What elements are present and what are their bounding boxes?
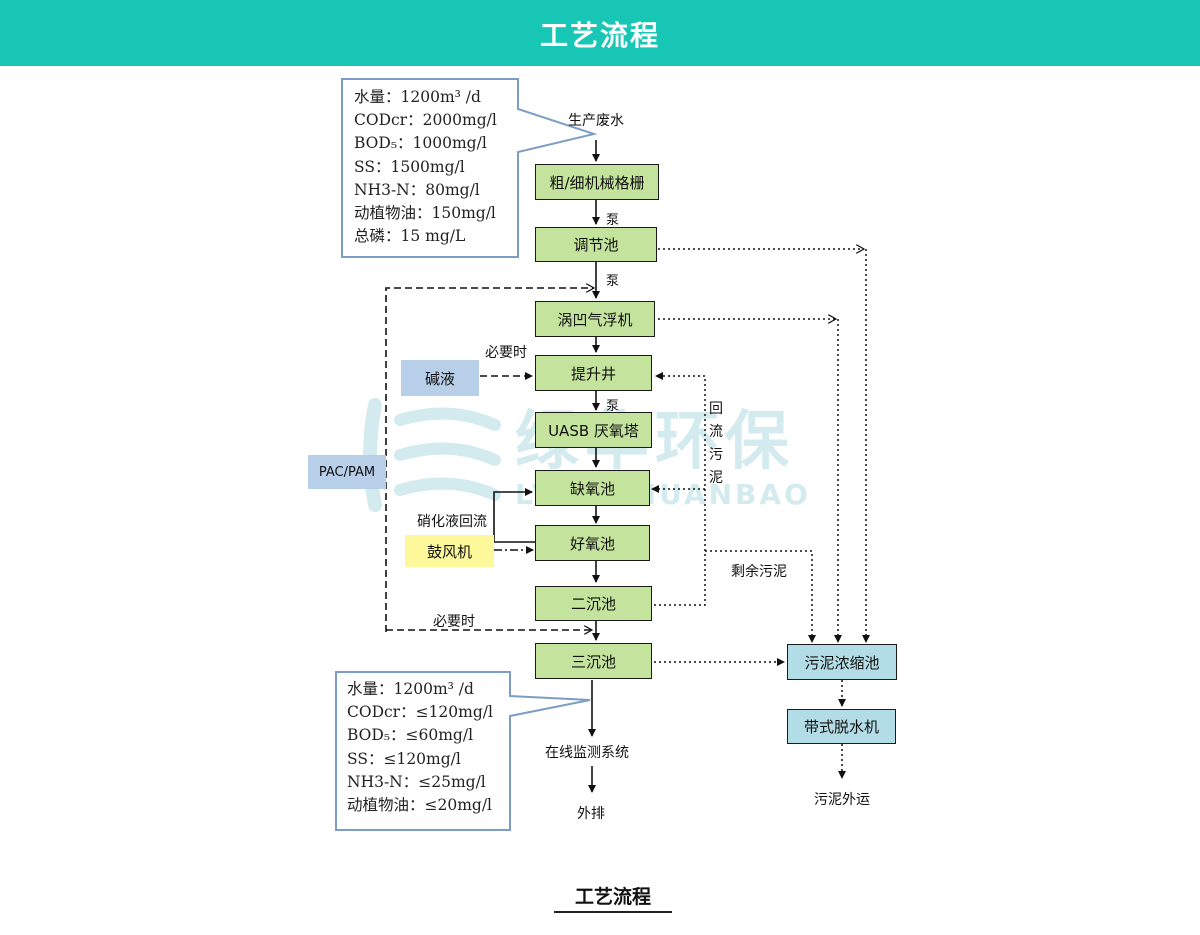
node-belt-press: 带式脱水机	[787, 709, 896, 744]
tag-alkali: 碱液	[401, 360, 479, 396]
node-secondary: 二沉池	[535, 586, 652, 621]
effluent-quality: 水量：1200m³ /d CODcr：≤120mg/l BOD₅：≤60mg/l…	[347, 678, 493, 817]
label-nitrate-return: 硝化液回流	[417, 514, 487, 530]
effluent-ss: SS：≤120mg/l	[347, 749, 461, 768]
arrow-nitrate-return	[493, 488, 536, 543]
effluent-bod: BOD₅：≤60mg/l	[347, 726, 474, 745]
influent-flow: 水量：1200m³ /d	[354, 88, 481, 106]
node-monitor: 在线监测系统	[545, 745, 629, 761]
effluent-nh3n: NH3-N：≤25mg/l	[347, 772, 486, 791]
node-lift-well: 提升井	[535, 355, 652, 391]
node-equalization: 调节池	[535, 227, 657, 262]
label-pump-2: 泵	[606, 274, 620, 289]
effluent-oil: 动植物油：≤20mg/l	[347, 796, 493, 815]
node-discharge: 外排	[577, 806, 605, 822]
page-title: 工艺流程	[539, 19, 660, 52]
arrow-return-sludge-lift	[654, 372, 706, 606]
effluent-cod: CODcr：≤120mg/l	[347, 703, 493, 722]
footer-underline	[554, 911, 672, 913]
label-pump-3: 泵	[606, 399, 620, 414]
header-bar: 工艺流程	[0, 0, 1200, 66]
label-return-sludge: 回流污泥	[709, 401, 723, 486]
influent-quality: 水量：1200m³ /d CODcr：2000mg/l BOD₅：1000mg/…	[354, 86, 497, 248]
label-when-needed-top: 必要时	[485, 345, 527, 361]
node-wastewater: 生产废水	[568, 113, 624, 129]
tag-pac-pam: PAC/PAM	[308, 455, 386, 489]
influent-bod: BOD₅：1000mg/l	[354, 134, 487, 153]
node-flotation: 涡凹气浮机	[535, 301, 655, 337]
effluent-callout-shape	[335, 671, 591, 831]
node-anoxic: 缺氧池	[535, 470, 650, 506]
tag-blower: 鼓风机	[405, 535, 494, 567]
footer-title: 工艺流程	[574, 886, 651, 908]
node-aerobic: 好氧池	[535, 525, 650, 561]
influent-tp: 总磷：15 mg/L	[354, 227, 466, 246]
arrow-pac-flotation	[385, 288, 594, 632]
influent-ss: SS：1500mg/l	[354, 157, 465, 176]
label-when-needed-bottom: 必要时	[433, 614, 475, 630]
effluent-flow: 水量：1200m³ /d	[347, 680, 474, 698]
node-thickener: 污泥浓缩池	[787, 644, 897, 680]
node-uasb: UASB 厌氧塔	[535, 412, 652, 448]
node-screen: 粗/细机械格栅	[535, 164, 659, 200]
node-tertiary: 三沉池	[535, 643, 652, 679]
influent-oil: 动植物油：150mg/l	[354, 204, 496, 223]
influent-cod: CODcr：2000mg/l	[354, 111, 497, 130]
arrow-excess-sludge	[705, 550, 816, 643]
label-pump-1: 泵	[606, 213, 620, 228]
node-sludge-out: 污泥外运	[814, 792, 870, 808]
influent-callout-shape	[341, 78, 598, 258]
influent-nh3n: NH3-N：80mg/l	[354, 180, 480, 199]
label-excess-sludge: 剩余污泥	[731, 564, 787, 580]
